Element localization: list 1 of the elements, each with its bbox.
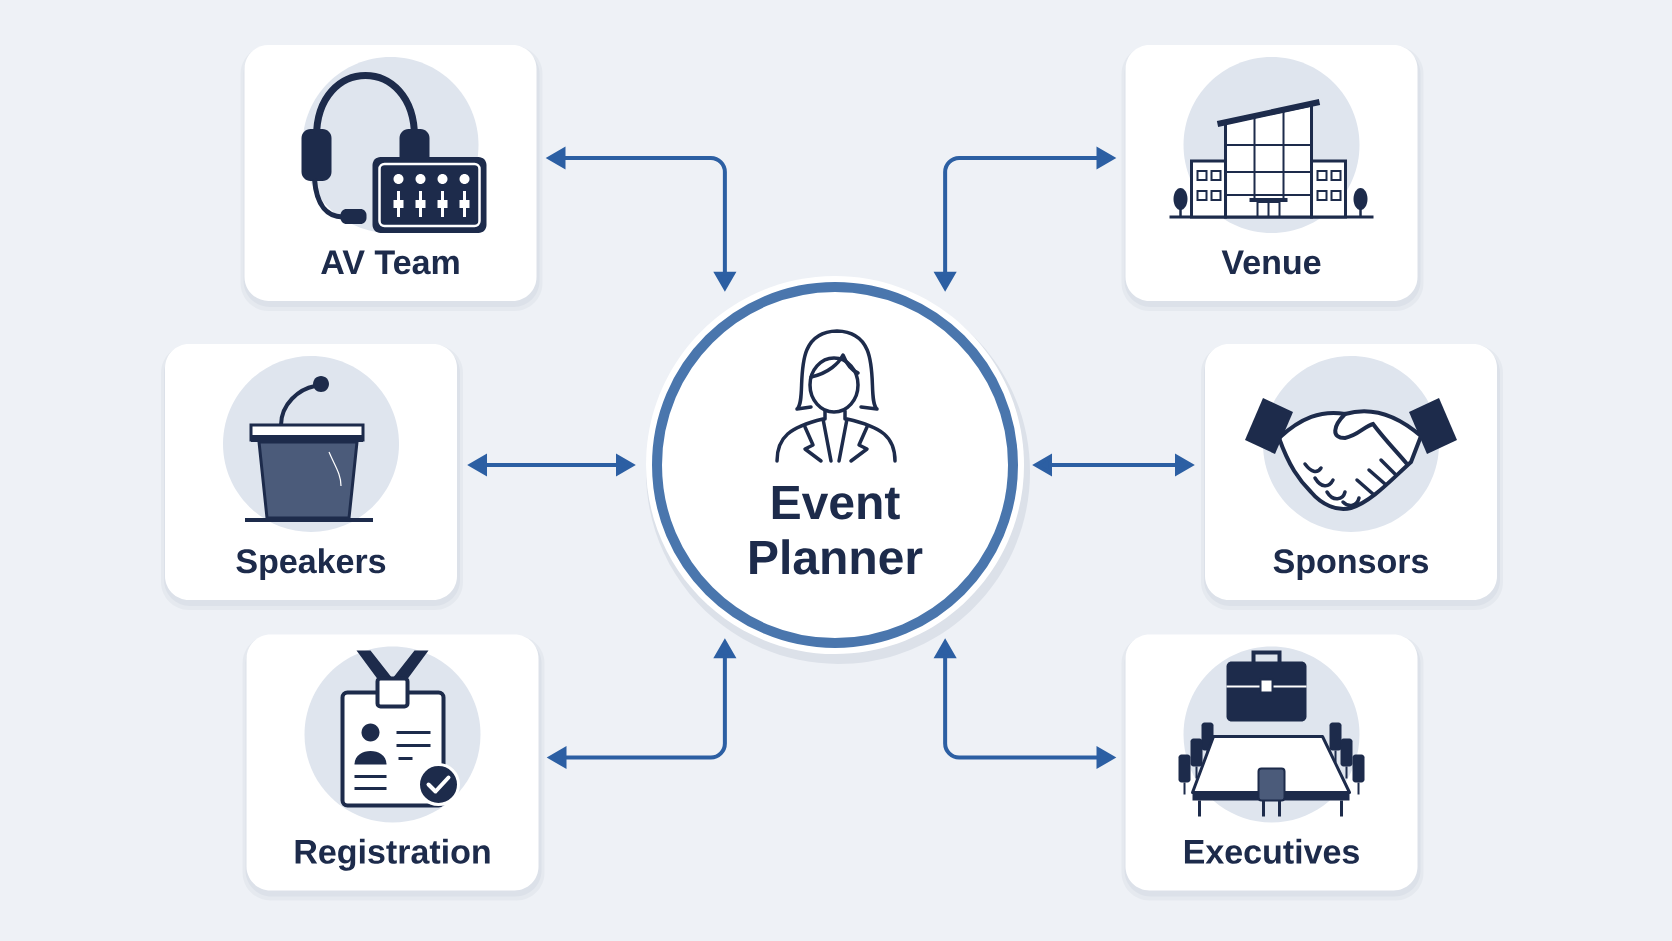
circle-node: Event Planner xyxy=(646,276,1030,664)
